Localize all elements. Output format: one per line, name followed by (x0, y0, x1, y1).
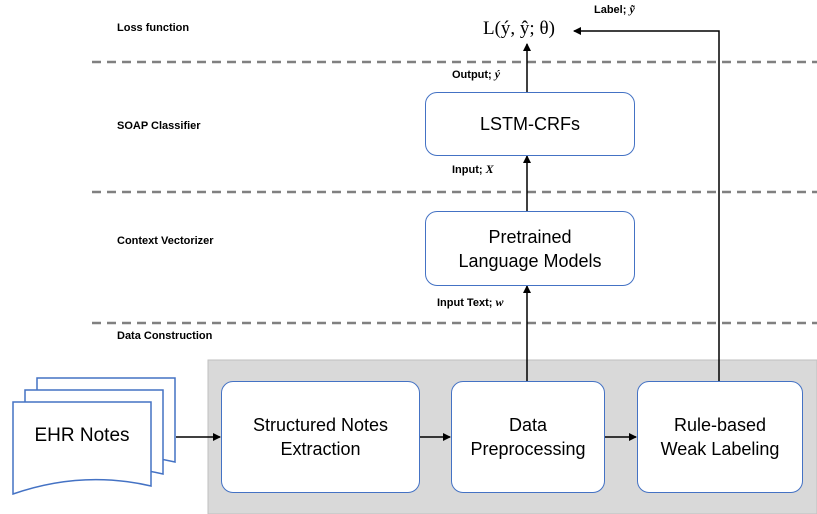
input-symbol: X (485, 162, 494, 176)
pretrained-language-models-box: Pretrained Language Models (425, 211, 635, 286)
plm-label-line1: Pretrained (488, 226, 572, 247)
rule-based-weak-labeling-box: Rule-based Weak Labeling (637, 381, 803, 493)
output-prefix: Output; (452, 69, 492, 81)
weak-labeling-label-line2: Weak Labeling (660, 439, 780, 459)
preprocessing-label-line2: Preprocessing (470, 439, 586, 459)
data-preprocessing-box: Data Preprocessing (451, 381, 605, 493)
input-text-annotation: Input Text; w (437, 295, 503, 310)
input-text-symbol: w (495, 295, 504, 309)
ehr-notes-document-icon (12, 377, 176, 496)
loss-formula: L(ý, ŷ; θ) (483, 18, 555, 39)
output-annotation: Output; ý (452, 67, 500, 82)
input-annotation: Input; X (452, 162, 494, 177)
structured-notes-extraction-box: Structured Notes Extraction (221, 381, 420, 493)
input-prefix: Input; (452, 164, 483, 176)
label-prefix: Label; (594, 4, 627, 16)
weak-labeling-label-line1: Rule-based (673, 415, 767, 435)
lstm-crfs-label: LSTM-CRFs (480, 114, 580, 134)
label-annotation: Label; ỹ (594, 2, 635, 17)
layer-label-data-construction: Data Construction (117, 330, 213, 342)
plm-label-line2: Language Models (458, 250, 602, 271)
extraction-label-line1: Structured Notes (252, 415, 389, 435)
preprocessing-label-line1: Data (508, 415, 548, 435)
layer-label-loss-function: Loss function (117, 22, 190, 34)
layer-label-context-vectorizer: Context Vectorizer (117, 235, 214, 247)
label-symbol: ỹ (629, 2, 635, 16)
input-text-prefix: Input Text; (437, 297, 493, 309)
arrow-weak-labels-to-loss (573, 27, 720, 381)
lstm-crfs-box: LSTM-CRFs (425, 92, 635, 156)
ehr-notes-label: EHR Notes (34, 425, 130, 446)
layer-label-soap-classifier: SOAP Classifier (117, 120, 201, 132)
output-symbol: ý (494, 67, 501, 81)
extraction-label-line2: Extraction (280, 439, 361, 459)
